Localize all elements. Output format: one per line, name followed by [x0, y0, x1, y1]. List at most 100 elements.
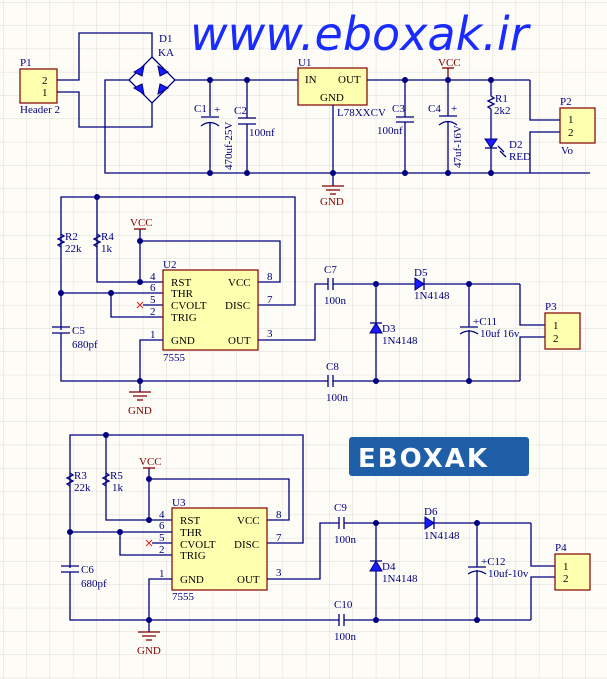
- gnd-symbol: [129, 391, 151, 401]
- d2-ref: D2: [509, 139, 522, 151]
- u2-pin-num: 7: [267, 294, 273, 306]
- u3-value: 7555: [172, 591, 195, 603]
- u3-pin-gnd: GND: [180, 574, 204, 586]
- c12-ref: +C12: [481, 556, 506, 568]
- r1-value: 2k2: [494, 105, 511, 117]
- u3-pin-rst: RST: [180, 515, 200, 527]
- d2-led-icon[interactable]: [484, 138, 498, 149]
- p2-pin-2: 2: [568, 127, 574, 139]
- r5-resistor[interactable]: [101, 472, 111, 487]
- d5-diode-icon[interactable]: [414, 277, 425, 291]
- d1-ref: D1: [159, 33, 172, 45]
- p3-connector[interactable]: [544, 312, 581, 350]
- c10-value: 100n: [334, 631, 357, 643]
- d3-diode-icon[interactable]: [369, 322, 383, 334]
- u1-ref: U1: [298, 57, 311, 69]
- d2-value: RED: [509, 151, 531, 163]
- u2-ref: U2: [163, 259, 176, 271]
- d1-value: KA: [158, 47, 174, 59]
- p4-pin-2: 2: [563, 573, 569, 585]
- p2-connector[interactable]: [559, 107, 596, 144]
- gnd-symbol: [138, 631, 160, 641]
- c4-ref: C4: [428, 103, 441, 115]
- r1-ref: R1: [495, 93, 508, 105]
- vcc-label: VCC: [438, 57, 461, 69]
- c10-ref: C10: [334, 599, 353, 611]
- u2-pin-num: 8: [267, 271, 273, 283]
- r1-resistor[interactable]: [486, 95, 496, 110]
- d4-ref: D4: [382, 561, 396, 573]
- u3-pin-cvolt: CVOLT: [180, 539, 216, 551]
- d3-ref: D3: [382, 323, 396, 335]
- c3-value: 100nf: [377, 125, 403, 137]
- r4-resistor[interactable]: [92, 233, 102, 248]
- u3-pin-num: 2: [159, 544, 165, 556]
- r2-ref: R2: [65, 231, 78, 243]
- u2-pin-vcc: VCC: [228, 277, 251, 289]
- u2-pin-gnd: GND: [171, 335, 195, 347]
- u2-pin-disc: DISC: [225, 300, 250, 312]
- u2-pin-num: 5: [150, 294, 156, 306]
- u1-pin-gnd: GND: [320, 92, 344, 104]
- p4-pin-1: 1: [563, 561, 569, 573]
- d5-value: 1N4148: [414, 290, 450, 302]
- vcc-label: VCC: [130, 217, 153, 229]
- c7-ref: C7: [324, 264, 337, 276]
- u3-pin-num: 5: [159, 532, 165, 544]
- c9-ref: C9: [334, 502, 347, 514]
- c4-plus: +: [451, 103, 457, 115]
- p1-type: Header 2: [20, 104, 60, 116]
- p1-pin-1: 1: [42, 87, 48, 99]
- u3-pin-num: 8: [276, 509, 282, 521]
- d1-diode-icon: [132, 83, 145, 96]
- u3-timer-ic[interactable]: [171, 507, 268, 591]
- d4-diode-icon[interactable]: [369, 560, 383, 572]
- d1-bridge-rectifier[interactable]: [128, 56, 176, 104]
- u3-pin-num: 7: [276, 532, 282, 544]
- u3-pin-num: 6: [159, 520, 165, 532]
- u2-timer-ic[interactable]: [162, 269, 259, 351]
- d1-diode-icon: [132, 64, 145, 77]
- vcc-label: VCC: [139, 456, 162, 468]
- power-supply-section: P1 2 1 Header 2 D1 KA C1 + 470uf-25V C2: [19, 32, 596, 208]
- r2-value: 22k: [65, 243, 82, 255]
- d2-light-icon: [497, 145, 507, 158]
- p3-pin-2: 2: [553, 333, 559, 345]
- u3-ref: U3: [172, 497, 186, 509]
- u2-pin-num: 4: [150, 271, 156, 283]
- gnd-label: GND: [137, 645, 161, 657]
- u1-value: L78XXCV: [337, 107, 386, 119]
- p1-connector[interactable]: [19, 68, 58, 104]
- r3-resistor[interactable]: [65, 472, 75, 487]
- u3-pin-trig: TRIG: [180, 550, 206, 562]
- r3-ref: R3: [74, 470, 87, 482]
- u1-pin-out: OUT: [338, 74, 361, 86]
- u2-pin-num: 6: [150, 282, 156, 294]
- d5-ref: D5: [414, 267, 428, 279]
- c1-ref: C1: [194, 103, 207, 115]
- c6-ref: C6: [81, 564, 94, 576]
- c7-value: 100n: [324, 295, 347, 307]
- r2-resistor[interactable]: [56, 233, 66, 248]
- stage1-section: R2 22k R4 1k VCC C5 680pf U2 7555 RST TH…: [52, 194, 581, 417]
- d1-diode-icon: [157, 64, 170, 77]
- p2-ref: P2: [560, 96, 572, 108]
- d6-diode-icon[interactable]: [424, 516, 435, 530]
- c9-value: 100n: [334, 534, 357, 546]
- u3-pin-out: OUT: [237, 574, 260, 586]
- c12-value: 10uf-10v: [488, 568, 529, 580]
- p3-pin-1: 1: [553, 320, 559, 332]
- c2-ref: C2: [234, 105, 247, 117]
- u3-pin-num: 1: [159, 568, 165, 580]
- logo-text: EBOXAK: [358, 444, 489, 474]
- u3-pin-thr: THR: [180, 527, 203, 539]
- c8-value: 100n: [326, 392, 349, 404]
- u2-pin-rst: RST: [171, 277, 191, 289]
- u2-pin-out: OUT: [228, 335, 251, 347]
- u1-regulator[interactable]: [297, 67, 368, 106]
- c1-value: 470uf-25V: [223, 122, 235, 170]
- eboxak-logo: EBOXAK: [349, 437, 529, 476]
- p2-pin-1: 1: [568, 114, 574, 126]
- p4-connector[interactable]: [554, 553, 591, 591]
